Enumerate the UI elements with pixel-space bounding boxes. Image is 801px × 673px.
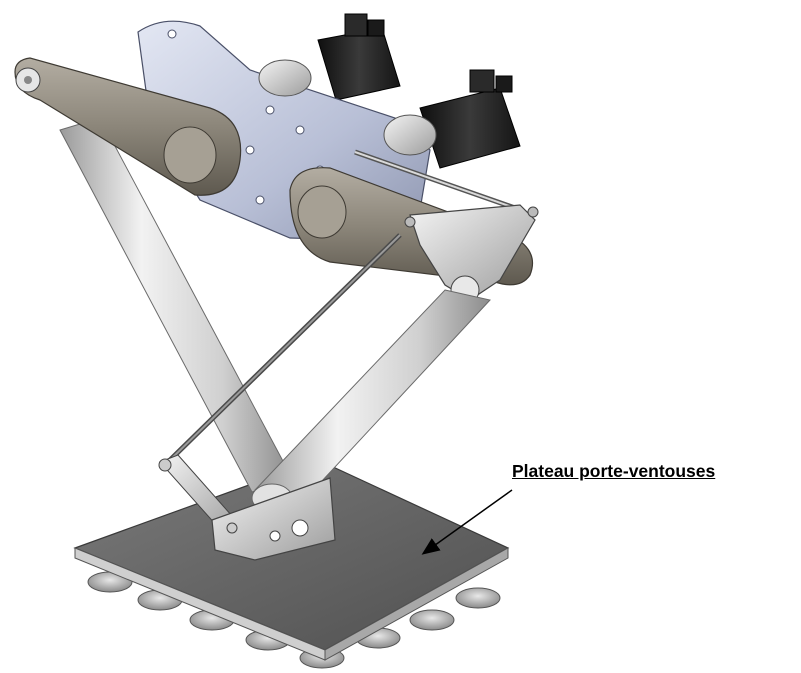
motor-front bbox=[419, 69, 521, 169]
tube-right bbox=[251, 289, 491, 513]
suction-plate bbox=[73, 459, 510, 661]
motor-rear bbox=[317, 13, 401, 101]
callout-arrow bbox=[421, 489, 513, 555]
nacelle bbox=[158, 454, 336, 561]
plate-callout-label: Plateau porte-ventouses bbox=[512, 461, 716, 481]
thin-rods bbox=[166, 149, 516, 464]
upper-arm-left bbox=[14, 57, 242, 196]
